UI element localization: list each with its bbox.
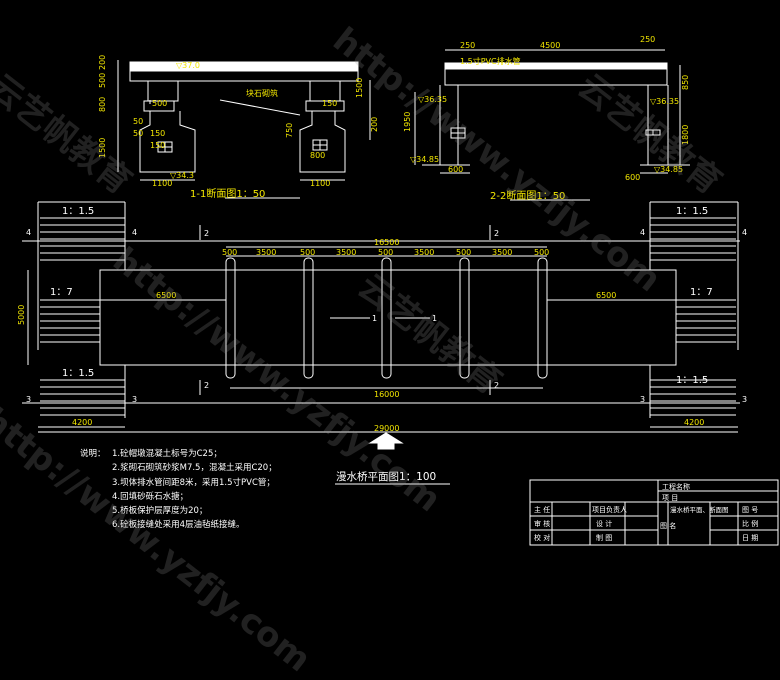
dim-label: 1100 [310,179,330,188]
dim-label: 500 [456,248,471,257]
slope-label: 1：1.5 [676,206,708,217]
dim-label: 4500 [540,41,560,50]
notes-heading: 说明： [80,449,106,459]
section-2-title: 2-2断面图1：50 [490,189,565,202]
flow-arrow-icon [368,432,404,450]
dim-label: 850 [681,75,690,90]
dim-label: 150 [150,129,165,138]
dim-label: 750 [285,123,294,138]
slope-label: 1：7 [690,287,713,298]
section-2-2 [414,49,690,201]
elevation-label: ▽36.35 [418,95,447,104]
dim-label: 1500 [355,78,364,98]
dim-label: 150 [322,99,337,108]
section-mark: 4 [742,228,747,237]
note-item: 6.砼板接缝处采用4层油毡纸接缝。 [112,520,245,531]
note-item: 4.回填砂砾石水搪； [112,491,189,502]
dim-label: 800 [98,97,107,112]
title-block [529,479,779,546]
dim-label: 250 [460,41,475,50]
dim-label: 3500 [414,248,434,257]
dim-label: 500 [152,99,167,108]
dim-label: 50 [133,117,143,126]
tb-right-label: 图 号 [742,506,758,514]
dim-label: 600 [448,165,463,174]
dim-label: 600 [625,173,640,182]
tb-cell: 审 核 [534,519,550,528]
section-mark: 2 [204,229,209,238]
dim-label: 150 [150,141,165,150]
dim-label: 200 [370,117,379,132]
drawing-name-label: 图 名 [660,521,676,530]
dim-label: 1100 [152,179,172,188]
dim-label: 3500 [256,248,276,257]
tb-cell: 制 图 [596,533,612,542]
section-mark: 2 [494,381,499,390]
dim-label: 500 [378,248,393,257]
dim-label: 3500 [492,248,512,257]
tb-right-label: 比 例 [742,519,758,528]
drawing-name: 漫水桥平面、断面图 [670,505,729,514]
note-item: 3.坝体排水管间距8米，采用1.5寸PVC管； [112,477,275,488]
section-mark: 1 [372,314,377,323]
section-mark: 4 [132,228,137,237]
project-label: 项 目 [662,494,678,502]
dim-label: 500 [222,248,237,257]
elevation-label: ▽36.35 [650,97,679,106]
tb-cell: 校 对 [534,533,550,542]
section-mark: 3 [742,395,747,404]
tb-cell: 项目负责人 [592,505,627,514]
dim-label: 6500 [596,291,616,300]
section-mark: 3 [640,395,645,404]
plan-title: 漫水桥平面图1：100 [336,470,436,483]
project-name-label: 工程名称 [662,482,690,491]
cad-drawing: 1-1断面图1：50 500 800 200 500 50 50 150 150… [17,35,779,546]
dim-label: 500 [300,248,315,257]
tb-right-label: 日 期 [742,534,758,542]
dim-label: 29000 [374,424,399,433]
annotation: 块石砌筑 [246,88,278,98]
section-mark: 2 [204,381,209,390]
slope-label: 1：1.5 [62,206,94,217]
dim-label: 6500 [156,291,176,300]
elevation-label: ▽34.85 [654,165,683,174]
dim-label: 800 [310,151,325,160]
dim-label: 500 [534,248,549,257]
dim-label: 1800 [681,125,690,145]
dim-label: 1950 [403,112,412,132]
dim-label: 1500 [98,138,107,158]
dim-label: 5000 [17,305,26,325]
plan-view [22,201,740,485]
note-item: 1.砼帽墩混凝土标号为C25； [112,449,222,459]
section-mark: 4 [26,228,31,237]
note-item: 2.浆砌石砌筑砂浆M7.5，混凝土采用C20； [112,463,277,474]
dim-label: 16000 [374,390,399,399]
tb-cell: 设 计 [596,519,612,528]
slope-label: 1：7 [50,287,73,298]
section-1-title: 1-1断面图1：50 [190,187,265,200]
elevation-label: ▽37.0 [176,61,200,70]
pipe-label: 1.5寸PVC排水管 [460,56,521,66]
section-mark: 4 [640,228,645,237]
slope-label: 1：1.5 [62,368,94,379]
note-item: 5.桥板保护层厚度为20； [112,506,208,517]
section-mark: 1 [432,314,437,323]
section-mark: 3 [26,395,31,404]
dim-label: 4200 [684,418,704,427]
dim-label: 16500 [374,238,399,247]
section-mark: 2 [494,229,499,238]
elevation-label: ▽34.3 [170,171,194,180]
design-notes: 说明： 1.砼帽墩混凝土标号为C25； 2.浆砌石砌筑砂浆M7.5，混凝土采用C… [80,447,410,533]
dim-label: 200 [98,55,107,70]
elevation-label: ▽34.85 [410,155,439,164]
slope-label: 1：1.5 [676,375,708,386]
dim-label: 4200 [72,418,92,427]
dim-label: 3500 [336,248,356,257]
section-mark: 3 [132,395,137,404]
tb-cell: 主 任 [534,505,550,514]
dim-label: 250 [640,35,655,44]
dim-label: 500 [98,73,107,88]
section-1-1 [117,60,371,199]
dim-label: 50 [133,129,143,138]
